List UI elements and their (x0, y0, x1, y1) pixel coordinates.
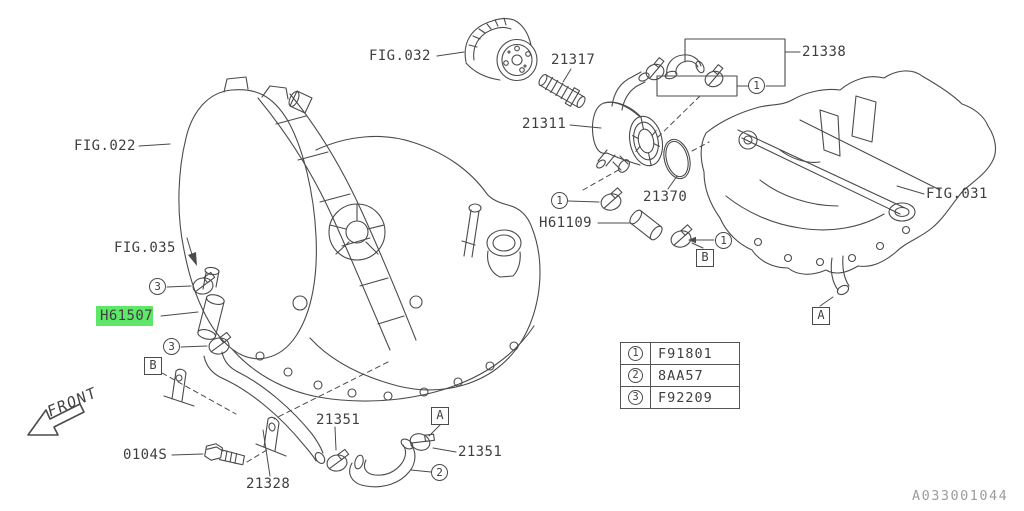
label-21351-right: 21351 (458, 444, 503, 460)
callout-letter-b: B (144, 357, 162, 375)
bolt-0104s-art (204, 443, 245, 466)
label-21328: 21328 (246, 476, 291, 492)
callout-letter-a: A (431, 407, 449, 425)
hose-h61109-art (600, 187, 693, 248)
label-21370: 21370 (643, 189, 688, 205)
legend-row: 3 F92209 (621, 386, 739, 408)
legend-code-1: F91801 (658, 345, 713, 362)
label-fig035: FIG.035 (114, 240, 176, 256)
legend-row: 1 F91801 (621, 343, 739, 364)
callout-number-1: 1 (748, 77, 765, 94)
label-21317: 21317 (551, 52, 596, 68)
callout-number-3: 3 (163, 338, 180, 355)
label-21311: 21311 (522, 116, 567, 132)
legend-callout-1: 1 (628, 346, 643, 361)
o-ring-art (663, 138, 691, 180)
oil-cooler-art (591, 101, 664, 173)
front-arrow-icon (27, 403, 85, 436)
hose-kit-21338-art (645, 38, 786, 97)
oil-filter-art (464, 17, 538, 82)
elbow-hose-art (326, 433, 435, 488)
label-0104s: 0104S (123, 447, 168, 463)
water-outlet-pipe-art (611, 71, 650, 111)
drawing-number: A033001044 (912, 488, 1009, 504)
legend-row: 2 8AA57 (621, 364, 739, 386)
callout-letter-a: A (812, 307, 830, 325)
clamp-icon (208, 331, 232, 355)
legend-table: 1 F91801 2 8AA57 3 F92209 (620, 342, 740, 409)
legend-callout-3: 3 (628, 390, 643, 405)
callout-number-2: 2 (431, 464, 448, 481)
leader-lines (138, 51, 925, 477)
callout-number-1: 1 (551, 192, 568, 209)
legend-callout-2: 2 (628, 368, 643, 383)
callout-number-3: 3 (149, 278, 166, 295)
clamp-icon (409, 433, 435, 451)
water-pipe-21328-art (163, 351, 326, 466)
callout-letter-b: B (696, 249, 714, 267)
clamp-icon (670, 224, 693, 248)
oil-pan-art (700, 70, 997, 296)
legend-code-2: 8AA57 (658, 367, 704, 384)
label-fig032: FIG.032 (369, 48, 431, 64)
stud-21317-art (538, 74, 586, 108)
label-h61507-highlighted: H61507 (100, 308, 153, 324)
clamp-icon (600, 187, 623, 211)
label-21338: 21338 (802, 44, 847, 60)
label-fig022: FIG.022 (74, 138, 136, 154)
label-h61109: H61109 (539, 215, 592, 231)
timing-cover-art (178, 76, 541, 402)
hose-h61507-art (192, 271, 232, 355)
clamp-icon (326, 448, 350, 472)
highlight-rect (96, 306, 153, 326)
legend-code-3: F92209 (658, 389, 713, 406)
clamp-icon (192, 271, 216, 295)
label-fig031: FIG.031 (926, 186, 988, 202)
label-21351-left: 21351 (316, 412, 361, 428)
callout-number-1: 1 (715, 232, 732, 249)
